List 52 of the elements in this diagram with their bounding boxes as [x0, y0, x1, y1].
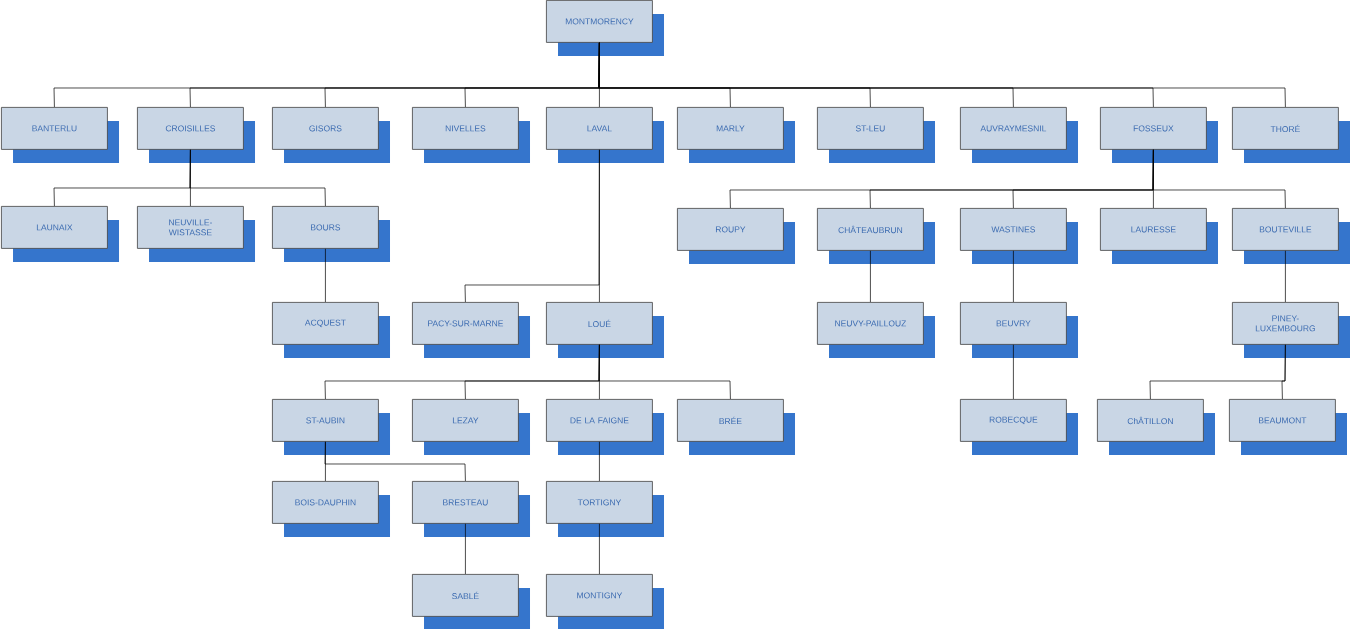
org-box: MONTMORENCY: [546, 0, 664, 56]
org-box: ChÂTILLON: [1097, 399, 1215, 455]
org-box: BOURS: [272, 206, 390, 262]
org-box: MONTIGNY: [546, 574, 664, 629]
org-box: LAVAL: [546, 107, 664, 163]
connector-line: [1285, 250, 1286, 303]
connector-line: [1013, 250, 1014, 303]
org-box: DE LA FAIGNE: [546, 399, 664, 455]
connector-line: [598, 344, 731, 400]
org-box: BOIS-DAUPHIN: [272, 481, 390, 537]
connector-line: [599, 149, 600, 303]
connector-line: [1152, 149, 1286, 209]
org-box: TORTIGNY: [546, 481, 664, 537]
org-box: LAUNAIX: [1, 206, 119, 262]
org-box: ST-AUBIN: [272, 399, 390, 455]
org-box: WASTINES: [960, 208, 1078, 264]
org-box: THORÉ: [1232, 107, 1350, 163]
org-box: ROUPY: [677, 208, 795, 264]
org-box: NEUVILLE-WISTASSE: [137, 206, 255, 262]
connector-line: [598, 42, 1286, 108]
org-box: NIVELLES: [412, 107, 530, 163]
org-box: GISORS: [272, 107, 390, 163]
org-box: LAURESSE: [1100, 208, 1218, 264]
connector-line: [324, 441, 466, 482]
org-box: CHÂTEAUBRUN: [817, 208, 935, 264]
org-box: BOUTEVILLE: [1232, 208, 1350, 264]
org-box: BANTERLU: [1, 107, 119, 163]
org-box: SABLÉ: [412, 574, 530, 629]
org-box: LEZAY: [412, 399, 530, 455]
connector-line: [599, 523, 600, 575]
connector-line: [599, 441, 600, 482]
org-box: ROBECQUE: [960, 399, 1078, 455]
org-box: PACY-SUR-MARNE: [412, 302, 530, 358]
org-box: LOUÉ: [546, 302, 664, 358]
org-box: AUVRAYMESNIL: [960, 107, 1078, 163]
org-box: NEUVY-PAILLOUZ: [817, 302, 935, 358]
org-box: PINEY-LUXEMBOURG: [1232, 302, 1350, 358]
org-box: ST-LEU: [817, 107, 935, 163]
org-box: MARLY: [677, 107, 795, 163]
connector-line: [189, 149, 326, 207]
connector-line: [870, 250, 871, 303]
org-box: BRESTEAU: [412, 481, 530, 537]
connector-line: [1013, 344, 1014, 400]
org-box: CROISILLES: [137, 107, 255, 163]
connector-line: [325, 248, 326, 303]
org-box: FOSSEUX: [1100, 107, 1218, 163]
connector-line: [1281, 344, 1286, 400]
org-box: BEUVRY: [960, 302, 1078, 358]
org-box: BEAUMONT: [1229, 399, 1347, 455]
org-box: BRÉE: [677, 399, 795, 455]
org-box: ACQUEST: [272, 302, 390, 358]
connector-line: [465, 523, 466, 575]
